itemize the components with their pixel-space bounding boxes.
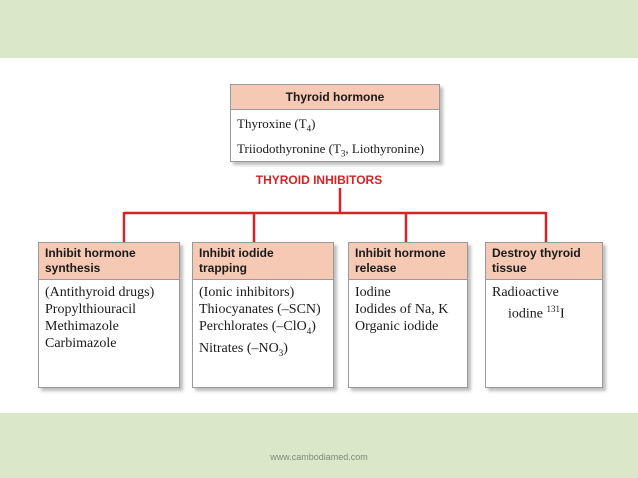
list-item: Iodine <box>355 285 391 300</box>
bottom-band <box>0 413 638 478</box>
list-item: Organic iodide <box>355 319 439 334</box>
list-item: (Antithyroid drugs) <box>45 285 155 300</box>
footer-url: www.cambodiamed.com <box>270 452 368 462</box>
thyroid-inhibitors-label: THYROID INHIBITORS <box>255 173 383 187</box>
list-item: Carbimazole <box>45 336 117 351</box>
category-box-synthesis: Inhibit hormone synthesis (Antithyroid d… <box>38 242 180 388</box>
category-header-trapping: Inhibit iodide trapping <box>193 243 333 280</box>
top-band <box>0 0 638 58</box>
category-box-release: Inhibit hormone release Iodine Iodides o… <box>348 242 468 388</box>
list-item: Propylthiouracil <box>45 302 136 317</box>
triiodothyronine-line: Triiodothyronine (T3, Liothyronine) <box>237 140 425 159</box>
category-items-synthesis: (Antithyroid drugs) Propylthiouracil Met… <box>39 280 179 356</box>
list-item: Methimazole <box>45 319 119 334</box>
list-item: Nitrates (–NO3) <box>199 340 288 358</box>
category-items-trapping: (Ionic inhibitors) Thiocyanates (–SCN) P… <box>193 280 333 366</box>
category-header-release: Inhibit hormone release <box>349 243 467 280</box>
category-box-trapping: Inhibit iodide trapping (Ionic inhibitor… <box>192 242 334 388</box>
list-item: (Ionic inhibitors) <box>199 285 295 300</box>
thyroxine-line: Thyroxine (T4) <box>237 116 316 134</box>
list-item: Thiocyanates (–SCN) <box>199 302 321 317</box>
list-item: iodine 131I <box>508 304 565 322</box>
category-header-destroy: Destroy thyroid tissue <box>486 243 602 280</box>
category-header-synthesis: Inhibit hormone synthesis <box>39 243 179 280</box>
list-item: Iodides of Na, K <box>355 302 449 317</box>
thyroid-hormone-header: Thyroid hormone <box>231 85 439 110</box>
category-items-destroy: Radioactive iodine 131I <box>486 280 602 327</box>
thyroid-hormone-body: Thyroxine (T4) Triiodothyronine (T3, Lio… <box>231 110 439 167</box>
category-box-destroy: Destroy thyroid tissue Radioactive iodin… <box>485 242 603 388</box>
thyroid-hormone-box: Thyroid hormone Thyroxine (T4) Triiodoth… <box>230 84 440 162</box>
category-items-release: Iodine Iodides of Na, K Organic iodide <box>349 280 467 339</box>
list-item: Radioactive <box>492 285 559 300</box>
list-item: Perchlorates (–ClO4) <box>199 319 316 336</box>
